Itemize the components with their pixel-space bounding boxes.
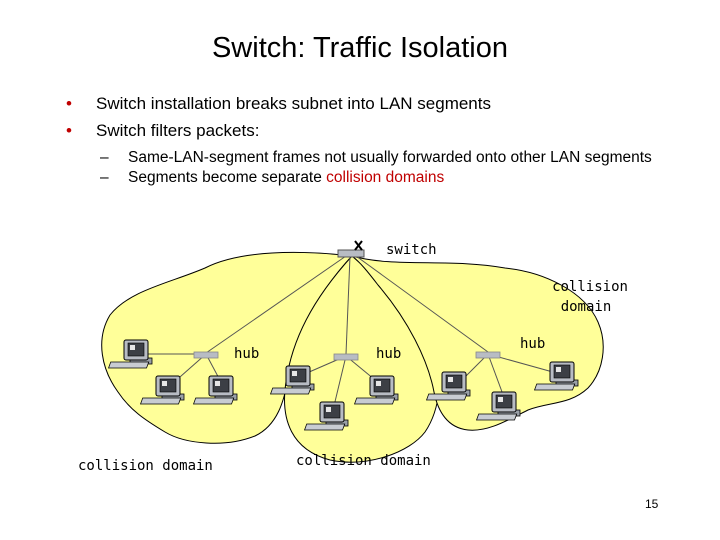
bullet-item: Switch filters packets: (66, 117, 491, 144)
sub-bullet-text: Same-LAN-segment frames not usually forw… (128, 149, 652, 166)
hub-label: hub (520, 336, 545, 352)
sub-bullet-list: – Same-LAN-segment frames not usually fo… (100, 148, 680, 188)
hub-label: hub (376, 346, 401, 362)
collision-label-middle: collision domain (296, 453, 431, 469)
dash-marker: – (100, 149, 109, 166)
collision-label-right: collision (552, 279, 628, 295)
collision-domains-highlight: collision domains (326, 169, 445, 186)
page-number: 15 (645, 497, 659, 511)
dash-marker: – (100, 169, 109, 186)
switch-icon (337, 240, 365, 258)
sub-bullet-text: Segments become separate (128, 169, 327, 186)
hub-label: hub (234, 346, 259, 362)
slide-title: Switch: Traffic Isolation (211, 32, 509, 64)
switch-links (205, 255, 489, 355)
bullet-list: Switch installation breaks subnet into L… (66, 90, 491, 144)
hub-icon (333, 353, 359, 361)
collision-label-left: collision domain (78, 458, 213, 474)
switch-label: switch (386, 242, 437, 258)
sub-bullet-item: – Same-LAN-segment frames not usually fo… (100, 148, 680, 168)
hub-icon (193, 351, 219, 359)
collision-label-right: domain (561, 299, 612, 315)
hub-icon (475, 351, 501, 359)
bullet-item: Switch installation breaks subnet into L… (66, 90, 491, 117)
sub-bullet-item: – Segments become separate collision dom… (100, 168, 680, 188)
